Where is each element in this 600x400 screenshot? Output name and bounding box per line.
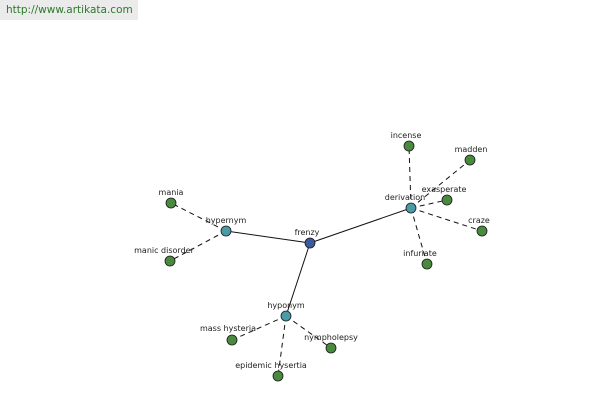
label-nympholepsy: nympholepsy — [304, 333, 358, 342]
label-hypernym: hypernym — [206, 216, 247, 225]
label-madden: madden — [455, 145, 488, 154]
edge-frenzy-hyponym — [285, 242, 311, 317]
node-nympholepsy[interactable] — [325, 342, 337, 354]
label-hyponym: hyponym — [267, 301, 305, 310]
node-hypernym[interactable] — [220, 225, 232, 237]
graph-edges — [169, 145, 483, 377]
label-mass-hysteria: mass hysteria — [200, 324, 256, 333]
edge-derivation-craze — [410, 207, 483, 232]
node-frenzy[interactable] — [304, 237, 316, 249]
label-craze: craze — [468, 216, 490, 225]
label-derivation: derivation — [385, 193, 425, 202]
label-infuriate: infuriate — [403, 249, 437, 258]
edge-derivation-exasperate — [410, 199, 448, 209]
edge-derivation-infuriate — [410, 207, 428, 265]
node-hyponym[interactable] — [280, 310, 292, 322]
node-mania[interactable] — [165, 197, 177, 209]
label-manic-disorder: manic disorder — [134, 246, 194, 255]
graph-nodes — [164, 140, 488, 382]
edge-hyponym-epidemic-hysertia — [277, 315, 287, 377]
edge-hyponym-mass-hysteria — [231, 315, 287, 341]
edge-derivation-madden — [410, 159, 471, 209]
edge-frenzy-derivation — [309, 207, 412, 244]
label-frenzy: frenzy — [295, 228, 320, 237]
edge-hypernym-manic-disorder — [169, 230, 227, 262]
graph-labels: frenzy hypernym derivation hyponym mania mani… — [134, 131, 490, 370]
node-manic-disorder[interactable] — [164, 255, 176, 267]
artikata-url-link[interactable]: http://www.artikata.com — [0, 0, 138, 20]
node-epidemic-hysertia[interactable] — [272, 370, 284, 382]
label-exasperate: exasperate — [422, 185, 467, 194]
edge-hypernym-mania — [170, 202, 227, 232]
edge-derivation-incense — [408, 145, 412, 209]
edge-frenzy-hypernym — [225, 230, 311, 244]
node-derivation[interactable] — [405, 202, 417, 214]
node-incense[interactable] — [403, 140, 415, 152]
edge-hyponym-nympholepsy — [285, 315, 332, 349]
node-infuriate[interactable] — [421, 258, 433, 270]
node-exasperate[interactable] — [441, 194, 453, 206]
node-mass-hysteria[interactable] — [226, 334, 238, 346]
node-craze[interactable] — [476, 225, 488, 237]
label-mania: mania — [159, 188, 184, 197]
label-epidemic-hysertia: epidemic hysertia — [235, 361, 307, 370]
node-madden[interactable] — [464, 154, 476, 166]
label-incense: incense — [391, 131, 422, 140]
